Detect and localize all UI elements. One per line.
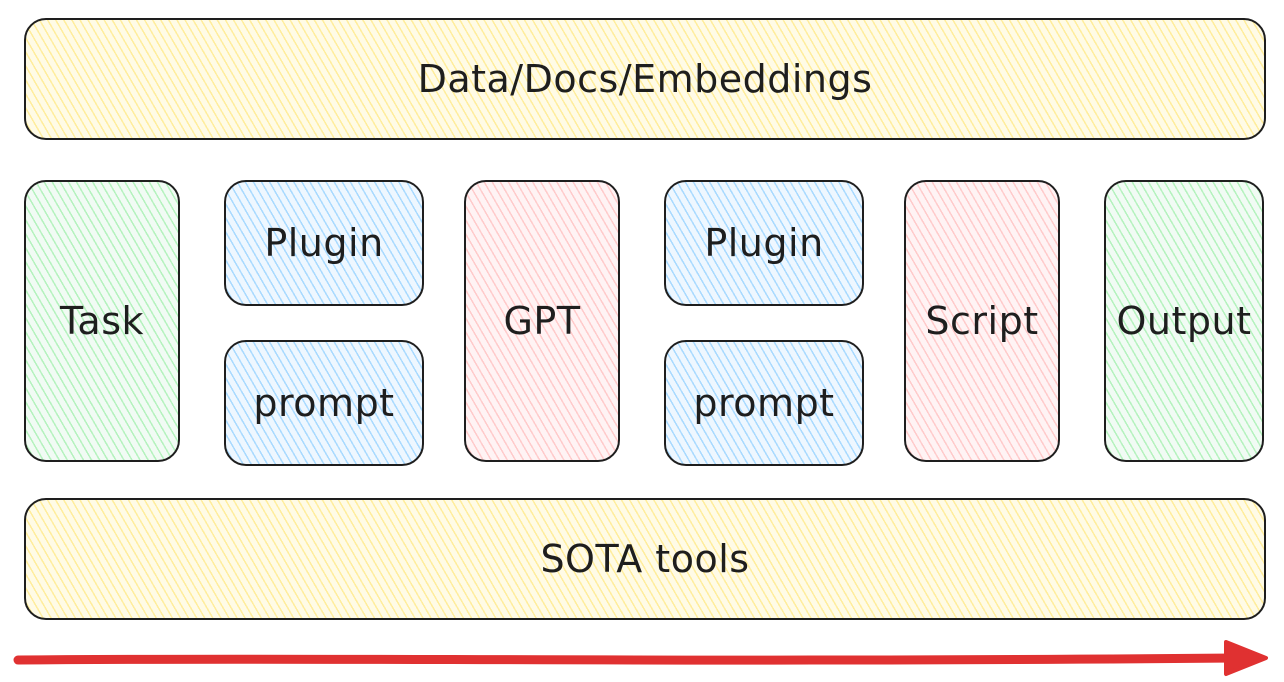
output-block: Output bbox=[1104, 180, 1264, 462]
prompt-label-2: prompt bbox=[693, 381, 835, 425]
data-docs-embeddings-block: Data/Docs/Embeddings bbox=[24, 18, 1266, 140]
gpt-block: GPT bbox=[464, 180, 620, 462]
flow-arrow bbox=[13, 640, 1268, 676]
data-docs-embeddings-label: Data/Docs/Embeddings bbox=[417, 57, 873, 101]
flow-arrow-shaft bbox=[13, 653, 1241, 665]
script-label: Script bbox=[925, 299, 1039, 343]
script-block: Script bbox=[904, 180, 1060, 462]
plugin-label-1: Plugin bbox=[264, 221, 384, 265]
plugin-block-2: Plugin bbox=[664, 180, 864, 306]
task-block: Task bbox=[24, 180, 180, 462]
sota-tools-label: SOTA tools bbox=[540, 537, 750, 581]
task-label: Task bbox=[59, 299, 144, 343]
plugin-label-2: Plugin bbox=[704, 221, 824, 265]
prompt-block-2: prompt bbox=[664, 340, 864, 466]
gpt-label: GPT bbox=[503, 299, 581, 343]
arrow-head-icon bbox=[1224, 640, 1268, 676]
output-label: Output bbox=[1116, 299, 1252, 343]
sota-tools-block: SOTA tools bbox=[24, 498, 1266, 620]
prompt-label-1: prompt bbox=[253, 381, 395, 425]
plugin-block-1: Plugin bbox=[224, 180, 424, 306]
prompt-block-1: prompt bbox=[224, 340, 424, 466]
